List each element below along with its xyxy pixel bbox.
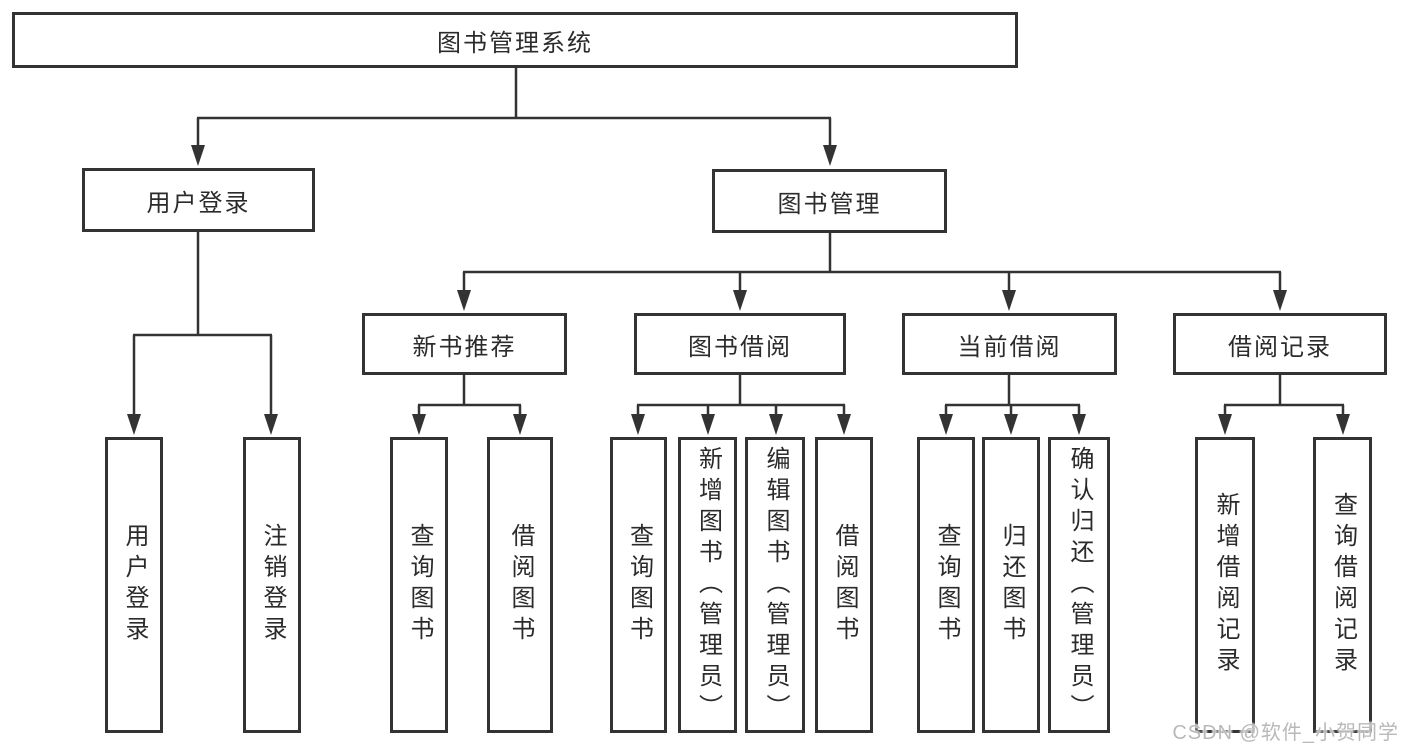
arrowhead [823, 145, 837, 166]
node-root: 图书管理系统 [12, 12, 1018, 68]
arrowhead [733, 290, 747, 311]
node-book-management: 图书管理 [712, 169, 947, 233]
leaf-bb-borrow-books: 借阅图书 [815, 437, 873, 733]
node-current-borrow-label: 当前借阅 [957, 333, 1062, 361]
leaf-nb-query-books-label: 查询图书 [406, 523, 433, 647]
leaf-bb-edit-books-admin-label: 编辑图书（管理员） [762, 445, 789, 725]
node-current-borrow: 当前借阅 [902, 313, 1117, 375]
csdn-watermark: CSDN @软件_小贺同学 [1172, 722, 1399, 744]
node-book-management-label: 图书管理 [777, 190, 882, 218]
leaf-logout: 注销登录 [243, 437, 301, 733]
arrowhead [264, 414, 278, 435]
leaf-br-add-record-label: 新增借阅记录 [1212, 492, 1239, 678]
arrowhead [1004, 414, 1018, 435]
leaf-cb-return-books-label: 归还图书 [998, 523, 1025, 647]
node-borrow-records: 借阅记录 [1173, 313, 1387, 375]
arrowhead [1072, 414, 1086, 435]
arrowhead [1218, 414, 1232, 435]
leaf-cb-query-books-label: 查询图书 [933, 523, 960, 647]
leaf-user-login-label: 用户登录 [121, 523, 148, 647]
leaf-bb-query-books-label: 查询图书 [625, 523, 653, 647]
arrowhead [513, 414, 527, 435]
arrowhead [412, 414, 426, 435]
node-new-book-recommend-label: 新书推荐 [412, 333, 517, 361]
arrowhead [631, 414, 645, 435]
arrowhead [769, 414, 783, 435]
node-borrow-records-label: 借阅记录 [1228, 333, 1332, 361]
leaf-user-login: 用户登录 [105, 437, 163, 733]
arrowhead [701, 414, 715, 435]
leaf-nb-query-books: 查询图书 [390, 437, 448, 733]
arrowhead [191, 145, 205, 166]
arrowhead [1002, 290, 1016, 311]
leaf-logout-label: 注销登录 [259, 523, 286, 647]
leaf-nb-borrow-books: 借阅图书 [487, 437, 553, 733]
node-book-borrow: 图书借阅 [634, 313, 846, 375]
arrowhead [1336, 414, 1350, 435]
node-user-login: 用户登录 [82, 168, 315, 232]
node-user-login-label: 用户登录 [146, 189, 251, 217]
leaf-nb-borrow-books-label: 借阅图书 [507, 523, 534, 647]
leaf-bb-edit-books-admin: 编辑图书（管理员） [745, 437, 805, 733]
leaf-bb-query-books: 查询图书 [610, 437, 667, 733]
leaf-bb-borrow-books-label: 借阅图书 [831, 523, 858, 647]
leaf-cb-return-books: 归还图书 [982, 437, 1040, 733]
leaf-cb-query-books: 查询图书 [917, 437, 975, 733]
leaf-cb-confirm-return-admin-label: 确认归还（管理员） [1066, 445, 1093, 725]
leaf-bb-add-books-admin-label: 新增图书（管理员） [694, 445, 722, 725]
arrowhead [127, 414, 141, 435]
node-new-book-recommend: 新书推荐 [362, 313, 567, 375]
leaf-cb-confirm-return-admin: 确认归还（管理员） [1048, 437, 1110, 733]
leaf-br-query-record-label: 查询借阅记录 [1329, 492, 1357, 678]
leaf-bb-add-books-admin: 新增图书（管理员） [678, 437, 737, 733]
leaf-br-query-record: 查询借阅记录 [1313, 437, 1372, 733]
arrowhead [939, 414, 953, 435]
arrowhead [837, 414, 851, 435]
node-root-label: 图书管理系统 [437, 29, 593, 57]
leaf-br-add-record: 新增借阅记录 [1195, 437, 1255, 733]
arrowhead [1273, 290, 1287, 311]
node-book-borrow-label: 图书借阅 [688, 333, 792, 361]
arrowhead [457, 290, 471, 311]
